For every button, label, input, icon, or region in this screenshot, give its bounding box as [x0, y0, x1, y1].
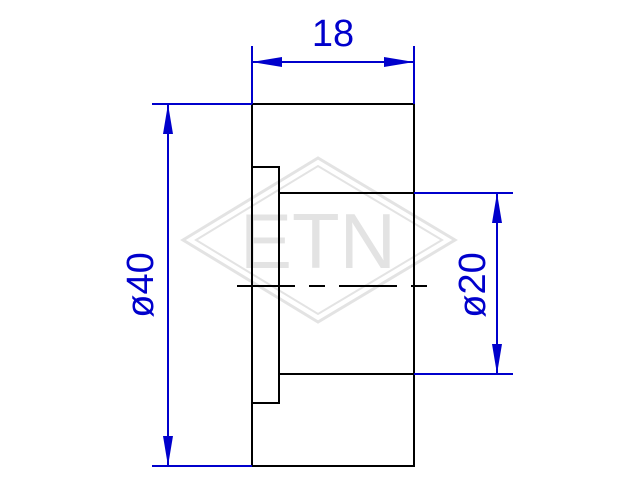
width-dimension: [251, 46, 415, 104]
watermark-text: ETN: [240, 197, 396, 285]
diamond-logo-icon: [180, 156, 458, 324]
bore-diameter-label: ø20: [452, 252, 494, 317]
width-dimension-label: 18: [312, 13, 354, 55]
outer-diameter-label: ø40: [120, 252, 162, 317]
outer-diameter-dimension: [152, 103, 252, 467]
bore-diameter-dimension: [414, 192, 513, 375]
diamond-logo-inner-icon: [194, 164, 444, 316]
watermark-logo: ETN: [180, 156, 458, 324]
